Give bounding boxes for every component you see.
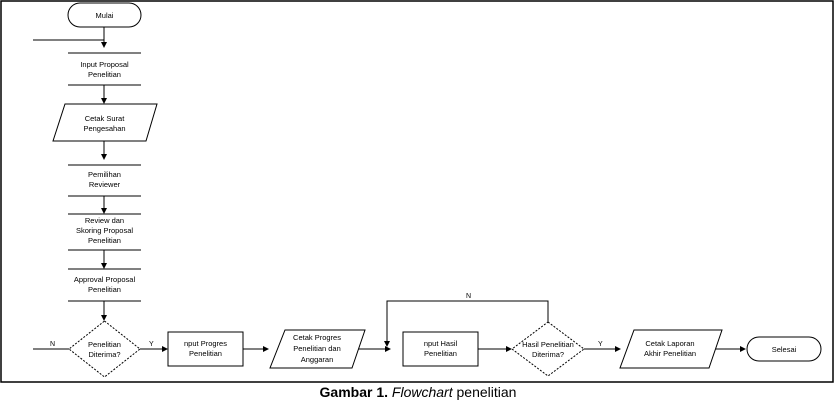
decision2-yes-label: Y [598,341,603,348]
cetak-progres-label-1: Cetak Progres [293,333,341,342]
decision-diterima-label-1: Penelitian [88,340,121,349]
cetak-progres-io [269,329,366,369]
caption-suffix: penelitian [453,384,517,400]
end-terminator [746,336,822,362]
cetak-laporan-label-1: Cetak Laporan [645,339,694,348]
caption-italic: Flowchart [392,384,454,400]
input-proposal-label-2: Penelitian [88,70,121,79]
cetak-surat-io [52,103,158,142]
cetak-laporan-label-2: Akhir Penelitian [644,349,696,358]
start-label: Mulai [96,11,114,20]
review-label-3: Penelitian [88,236,121,245]
flow-connectors [33,27,746,352]
input-hasil-process [402,331,479,367]
decision-diterima-label-2: Diterima? [88,350,120,359]
decision2-no-label: N [466,293,471,300]
cetak-progres-label-2: Penelitian dan [293,344,341,353]
input-progres-label-1: nput Progres [184,339,227,348]
approval-label-2: Penelitian [88,285,121,294]
figure-caption: Gambar 1. Flowchart penelitian [320,384,517,400]
decision-diterima [68,320,141,378]
pemilihan-label-2: Reviewer [89,180,121,189]
cetak-laporan-io [619,329,723,369]
cetak-surat-label-1: Cetak Surat [85,114,126,123]
input-hasil-label-1: nput Hasil [424,339,458,348]
input-proposal-label-1: Input Proposal [80,60,129,69]
cetak-progres-label-3: Anggaran [301,355,334,364]
review-label-1: Review dan [85,216,124,225]
input-progres-label-2: Penelitian [189,349,222,358]
end-label: Selesai [772,345,797,354]
decision1-no-label: N [50,341,55,348]
review-label-2: Skoring Proposal [76,226,133,235]
input-progres-process [167,331,244,367]
input-hasil-label-2: Penelitian [424,349,457,358]
decision1-yes-label: Y [149,341,154,348]
cetak-surat-label-2: Pengesahan [83,124,125,133]
start-terminator [67,2,142,28]
decision-hasil-label-1: Hasil Penelitian [522,340,574,349]
approval-label-1: Approval Proposal [74,275,136,284]
edge-decision2-no-loop [384,300,549,347]
decision-hasil-label-2: Diterima? [532,350,564,359]
caption-prefix: Gambar 1. [320,384,392,400]
decision-hasil [511,321,585,377]
pemilihan-label-1: Pemilihan [88,170,121,179]
diagram-frame [0,0,834,383]
